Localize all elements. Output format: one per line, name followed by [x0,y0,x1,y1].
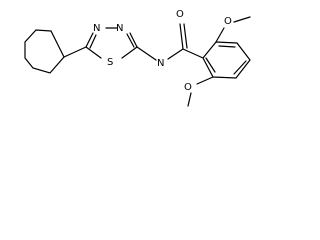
atom-label-s: S [107,57,113,68]
thiadiazole-ring [85,27,138,59]
bond-o-methyl-top [233,16,251,23]
atom-label-carbonyl-o: O [176,9,184,20]
bond-aryl-o-bottom [196,76,214,85]
cycloheptyl-ring [24,29,65,74]
benzene-ring [202,41,251,79]
carbonyl-double-bond-b [183,23,188,49]
atom-label-n3: N [93,23,100,34]
chemical-structure: N N S N O O O [24,9,251,107]
bond-c5-nh [136,46,157,61]
bond-o-methyl-bottom [187,92,192,107]
bond-cycloheptyl-c2 [63,46,87,58]
atom-label-methoxy-o-bottom: O [184,82,192,93]
bond-nh-carbonyl [167,48,184,60]
bond-carbonyl-aryl [182,48,204,59]
atom-label-n4: N [116,23,123,34]
bond-aryl-o-top [215,27,225,43]
carbonyl-double-bond-a [179,23,184,50]
atom-label-methoxy-o-top: O [224,16,232,27]
atom-label-amide-n: N [157,58,164,69]
